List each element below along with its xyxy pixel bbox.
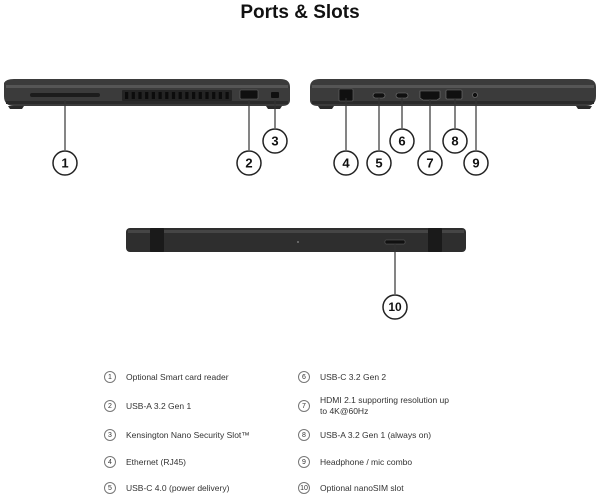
callout-8 bbox=[442, 128, 468, 154]
callout-10-label: 10 bbox=[388, 300, 402, 314]
vent-slat bbox=[138, 92, 142, 99]
smart-card-slot-icon bbox=[30, 93, 100, 97]
page-title: Ports & Slots bbox=[240, 2, 360, 23]
vent-slat bbox=[125, 92, 129, 99]
callout-7 bbox=[417, 150, 443, 176]
vent-slat bbox=[165, 92, 169, 99]
callout-3 bbox=[262, 128, 288, 154]
callout-3-label: 3 bbox=[271, 134, 278, 149]
usb-c-4-port-icon bbox=[372, 92, 386, 99]
laptop-back bbox=[126, 228, 466, 252]
vent-slat bbox=[178, 92, 182, 99]
callout-2 bbox=[236, 150, 262, 176]
callout-8-label: 8 bbox=[451, 134, 458, 149]
vent-slat bbox=[192, 92, 196, 99]
hdmi-port-icon bbox=[419, 90, 441, 101]
callout-7-label: 7 bbox=[426, 156, 433, 171]
callout-1-label: 1 bbox=[61, 156, 68, 171]
vent-slat bbox=[131, 92, 135, 99]
callout-4 bbox=[333, 150, 359, 176]
headphone-jack-icon bbox=[472, 92, 478, 98]
usb-a-port-icon bbox=[239, 89, 259, 100]
laptop-left-side bbox=[4, 79, 290, 109]
usb-c-3-2-port-icon bbox=[395, 92, 409, 99]
callout-9 bbox=[463, 150, 489, 176]
callout-6 bbox=[389, 128, 415, 154]
callout-1 bbox=[52, 150, 78, 176]
vent-slat bbox=[225, 92, 229, 99]
vent-slat bbox=[218, 92, 222, 99]
vent-slat bbox=[185, 92, 189, 99]
callout-4-label: 4 bbox=[342, 156, 350, 171]
usb-a-always-on-port-icon bbox=[445, 89, 463, 100]
vent-slat bbox=[151, 92, 155, 99]
callout-2-label: 2 bbox=[245, 156, 252, 171]
laptop-right-side bbox=[310, 79, 596, 109]
vent-slat bbox=[158, 92, 162, 99]
callout-circles bbox=[52, 128, 489, 320]
kensington-slot-icon bbox=[271, 92, 279, 98]
vent-slat bbox=[205, 92, 209, 99]
vent-slat bbox=[145, 92, 149, 99]
vent-slat bbox=[198, 92, 202, 99]
callout-10 bbox=[382, 294, 408, 320]
hinge-right bbox=[428, 228, 442, 252]
vent-slat bbox=[212, 92, 216, 99]
callout-9-label: 9 bbox=[472, 156, 479, 171]
vent-slat bbox=[171, 92, 176, 99]
leader-lines bbox=[64, 98, 477, 294]
hinge-left bbox=[150, 228, 164, 252]
vent-grille-icon bbox=[122, 90, 232, 101]
nanosim-slot-icon bbox=[384, 239, 406, 245]
callout-6-label: 6 bbox=[398, 134, 405, 149]
callout-5 bbox=[366, 150, 392, 176]
callout-5-label: 5 bbox=[375, 156, 382, 171]
